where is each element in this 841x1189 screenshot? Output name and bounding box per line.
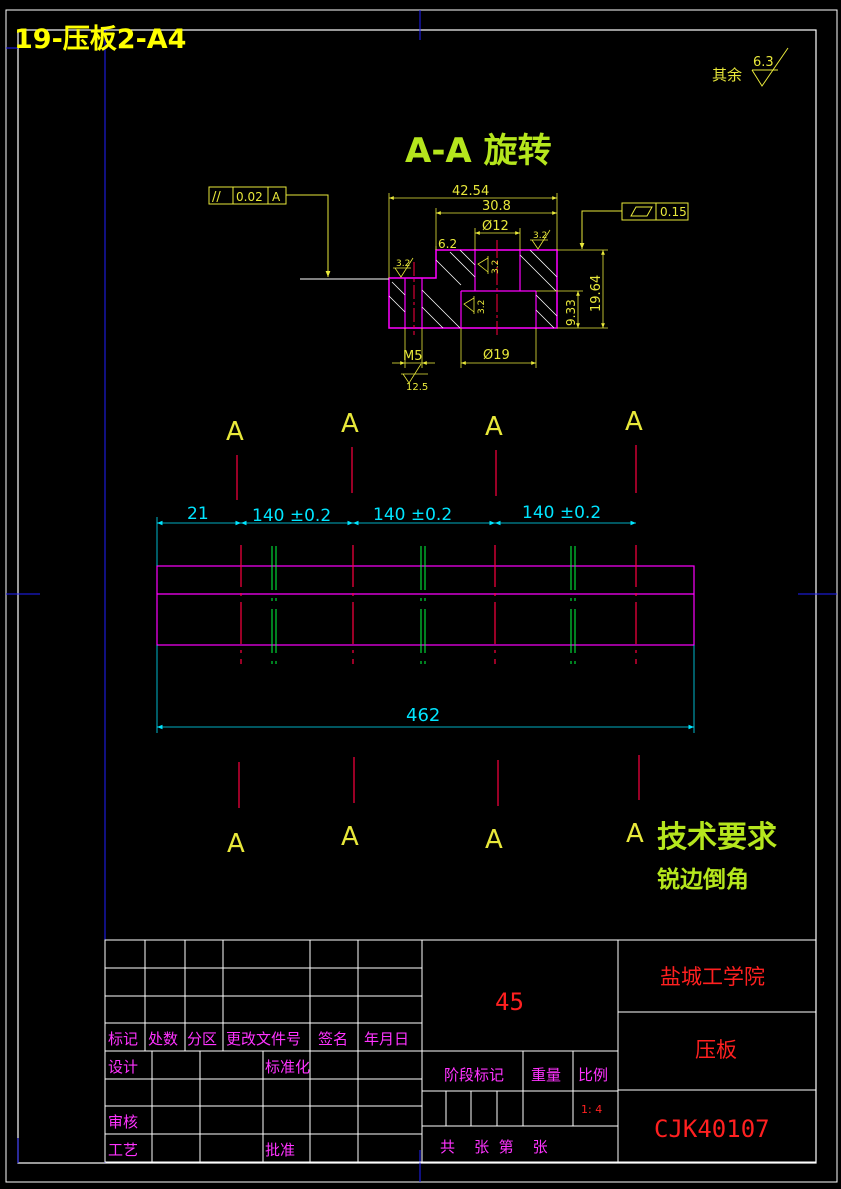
tb-approve: 批准 [265,1141,295,1159]
roughness-top-left: 3.2 [396,259,410,269]
tb-scale-value: 1: 4 [581,1103,602,1116]
section-label-group: A A A A A A A A [226,407,644,859]
hole-centerlines [240,545,637,664]
tech-req-item: 锐边倒角 [657,866,749,893]
tb-weight: 重量 [531,1066,561,1084]
dim-pitch-3: 140 ±0.2 [522,503,601,523]
tb-part-name: 压板 [695,1038,737,1062]
dim-pitch-2: 140 ±0.2 [373,505,452,525]
roughness-note-label: 其余 [712,66,742,84]
hidden-lines [271,546,576,664]
section-view-title: A-A 旋转 [405,131,552,171]
svg-text:0.15: 0.15 [660,205,687,219]
roughness-note: 其余 6.3 [712,47,789,87]
title-block [104,939,817,1163]
section-label-a: A [227,829,245,859]
technical-requirements: 技术要求 锐边倒角 [657,820,777,893]
roughness-top-right: 3.2 [533,231,547,241]
dim-hole-small: Ø12 [482,219,509,234]
dim-step: 6.2 [438,237,457,251]
section-label-a: A [341,822,359,852]
section-label-a: A [226,417,244,447]
tb-stage-mark: 阶段标记 [444,1066,504,1084]
section-label-a: A [485,825,503,855]
dim-inner-width: 30.8 [482,199,511,214]
roughness-bore-lower: 3.2 [477,300,487,314]
tb-header-signature: 签名 [318,1030,348,1048]
svg-text://: // [212,190,221,205]
section-label-a: A [341,409,359,439]
dim-overall-width: 42.54 [452,184,489,199]
tb-standardize: 标准化 [265,1058,310,1076]
svg-text:A: A [272,190,281,204]
roughness-symbol [393,229,551,384]
sheet-frame [5,9,838,1183]
tb-scale-label: 比例 [578,1066,608,1084]
dim-step-height: 9.33 [564,299,578,326]
tb-material: 45 [495,988,524,1016]
section-label-a: A [625,407,643,437]
tb-design: 设计 [108,1058,138,1076]
tb-review: 审核 [108,1113,138,1131]
tech-req-title: 技术要求 [657,820,777,855]
svg-text:0.02: 0.02 [236,190,263,204]
tb-header-count: 处数 [148,1030,178,1048]
section-dimensions [388,193,608,368]
dim-total-length: 462 [406,705,440,726]
roughness-note-value: 6.3 [753,55,774,70]
dim-edge-offset: 21 [187,504,209,524]
section-hatching [388,249,558,329]
tb-sheets: 共 张 第 张 [440,1138,548,1156]
tb-school: 盐城工学院 [660,965,765,989]
tol-flatness-frame: 0.15 [579,202,689,249]
tb-process: 工艺 [108,1141,138,1159]
dim-thread: M5 [403,349,423,364]
tb-header-change-doc: 更改文件号 [226,1030,301,1048]
dim-hole-large: Ø19 [483,348,510,363]
section-view: A-A 旋转 [208,131,689,393]
roughness-thread: 12.5 [406,382,428,393]
tb-header-zone: 分区 [187,1030,217,1048]
dim-pitch-1: 140 ±0.2 [252,506,331,526]
main-view: A A A A A A A A [156,407,695,859]
section-label-a: A [626,819,644,849]
sheet-title: 19-压板2-A4 [14,24,186,55]
roughness-bore: 3.2 [491,260,501,274]
main-dimensions [156,517,695,733]
section-label-a: A [485,412,503,442]
tb-header-mark: 标记 [108,1030,138,1048]
tb-header-date: 年月日 [364,1030,409,1048]
tol-parallel-frame: // 0.02 A [208,186,389,280]
tb-drawing-no: CJK40107 [654,1115,770,1143]
dim-height: 19.64 [589,275,604,312]
